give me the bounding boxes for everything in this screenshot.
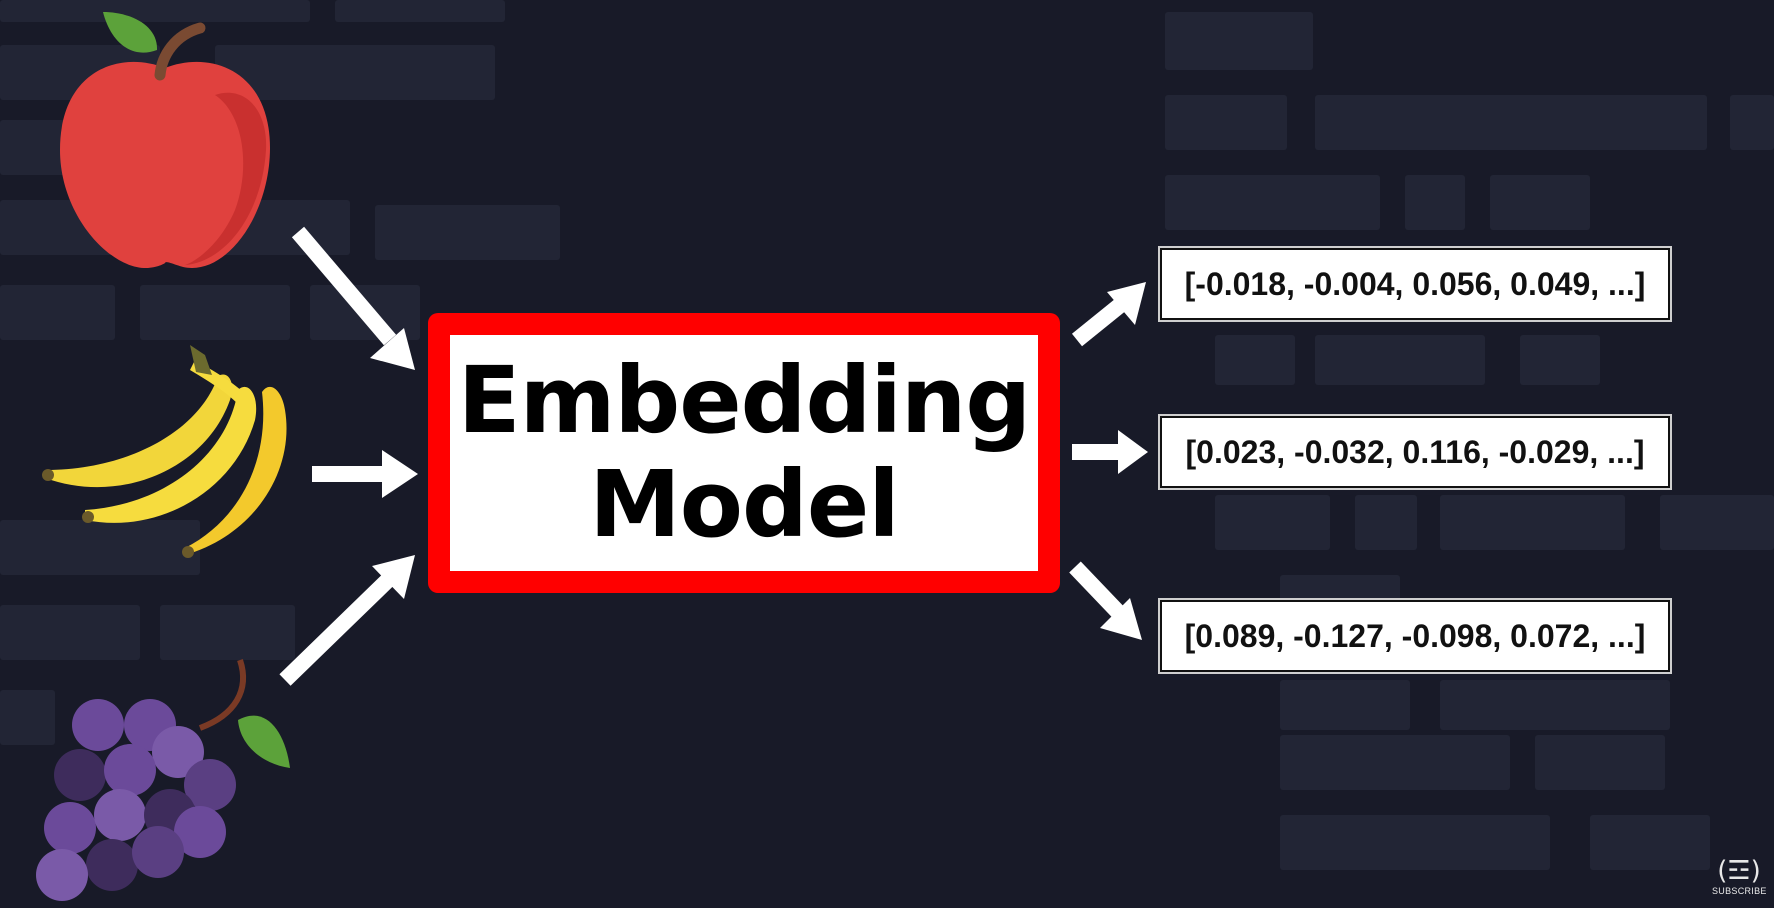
output-arrows bbox=[1069, 282, 1148, 640]
arrow-model-to-vector-2 bbox=[1072, 430, 1148, 474]
arrow-model-to-vector-1 bbox=[1071, 282, 1146, 347]
embedding-model-box: Embedding Model bbox=[428, 313, 1060, 593]
vector-output-3: [0.089, -0.127, -0.098, 0.072, ...] bbox=[1158, 598, 1672, 674]
vector-output-2: [0.023, -0.032, 0.116, -0.029, ...] bbox=[1158, 414, 1672, 490]
background-blocks bbox=[0, 0, 1774, 870]
model-title-line1: Embedding bbox=[457, 347, 1032, 454]
arrow-grapes-to-model bbox=[279, 555, 415, 686]
freecodecamp-logo-icon: (☲) bbox=[1717, 856, 1761, 886]
banana-icon bbox=[42, 345, 287, 558]
arrow-model-to-vector-3 bbox=[1069, 561, 1142, 640]
subscribe-caption: SUBSCRIBE bbox=[1712, 886, 1767, 896]
model-title-line2: Model bbox=[589, 451, 900, 558]
subscribe-logo[interactable]: (☲) SUBSCRIBE bbox=[1712, 856, 1766, 896]
arrow-banana-to-model bbox=[312, 450, 418, 498]
apple-icon bbox=[60, 12, 270, 269]
grapes-icon bbox=[36, 659, 290, 901]
arrow-apple-to-model bbox=[291, 226, 415, 370]
vector-output-1: [-0.018, -0.004, 0.056, 0.049, ...] bbox=[1158, 246, 1672, 322]
input-arrows bbox=[279, 226, 418, 686]
